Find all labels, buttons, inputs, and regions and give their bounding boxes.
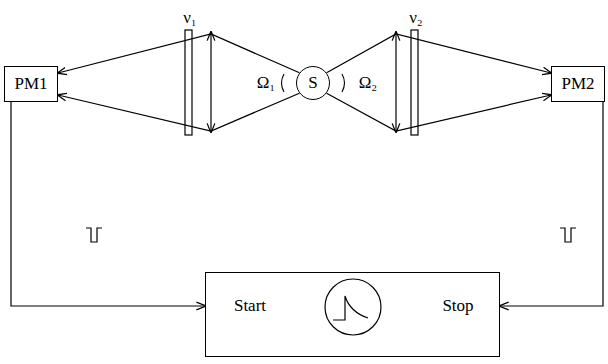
- oscilloscope-screen: [325, 279, 381, 335]
- node-label: Start: [234, 296, 266, 316]
- node-label: PM2: [561, 74, 594, 94]
- line-segment: [500, 102, 603, 306]
- solid-angle-arc: [282, 74, 285, 92]
- solid-angle-label: Ω₁: [257, 73, 276, 93]
- line-segment: [11, 102, 205, 306]
- node-label: S: [308, 73, 317, 93]
- light-rays: [327, 34, 551, 131]
- filter-frequency-label: ν₂: [409, 8, 423, 28]
- source-circle: S: [296, 66, 330, 100]
- filter-frequency-label: ν₁: [183, 8, 197, 28]
- filter-right: [411, 30, 418, 135]
- photomultiplier-box: PM1: [4, 66, 58, 102]
- node-label: Stop: [442, 296, 473, 316]
- pulse-symbol: [560, 228, 576, 242]
- lens-right: [395, 32, 396, 132]
- line-segment: [58, 34, 299, 73]
- oscilloscope-trace: [333, 296, 368, 320]
- line-segment: [327, 34, 551, 73]
- solid-angle-label: Ω₂: [359, 73, 378, 93]
- line-segment: [327, 93, 551, 131]
- light-rays: [58, 34, 299, 131]
- photomultiplier-box: PM2: [551, 66, 605, 102]
- line-segment: [58, 93, 299, 131]
- node-label: PM1: [14, 74, 47, 94]
- solid-angle-arc: [342, 74, 345, 92]
- signal-wire: [11, 102, 205, 306]
- timing-unit-box: Start Stop: [205, 272, 500, 357]
- signal-wire: [500, 102, 603, 306]
- pulse-symbol: [86, 228, 102, 242]
- lens-left: [210, 32, 211, 132]
- filter-left: [185, 30, 192, 135]
